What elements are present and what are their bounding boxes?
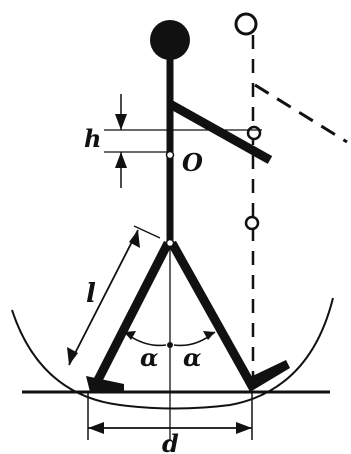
d-arrow-right — [236, 422, 252, 434]
d-arrow-left — [88, 422, 104, 434]
alpha-right-label: α — [183, 343, 201, 372]
alpha-vertex-dot — [167, 342, 173, 348]
l-arrow-bottom — [67, 347, 78, 365]
ground-arc — [11, 297, 334, 410]
alpha-left-label: α — [140, 343, 158, 372]
h-arrow-down — [115, 114, 127, 130]
figure-arm — [167, 100, 273, 164]
ghost-shoulder-joint — [246, 125, 262, 141]
hip-joint — [165, 238, 175, 248]
l-label: l — [86, 279, 96, 309]
d-label: d — [162, 429, 179, 454]
alpha-right-arrow — [203, 331, 215, 340]
ghost-hip-joint — [244, 215, 260, 231]
o-label: O — [182, 148, 203, 177]
l-extension-line — [133, 225, 161, 239]
figure-right-leg — [168, 240, 256, 389]
alpha-angles — [123, 331, 216, 347]
alpha-left-arrow — [124, 331, 136, 340]
l-arrow-top — [129, 230, 140, 248]
figure-left-foot — [86, 376, 124, 392]
l-dimension — [67, 225, 161, 366]
l-dim-line — [68, 229, 139, 366]
ghost-head — [234, 12, 258, 36]
ghost-arm-dashed-line — [254, 83, 348, 144]
stick-figure — [86, 20, 290, 392]
h-label: h — [84, 124, 101, 153]
ghost-figure — [234, 12, 348, 380]
point-o-joint — [165, 150, 175, 160]
figure-right-foot — [244, 360, 290, 392]
d-dimension — [87, 392, 253, 440]
h-dimension — [104, 94, 262, 188]
figure-left-leg — [93, 240, 173, 383]
figure-head — [150, 20, 190, 60]
h-arrow-up — [115, 152, 127, 168]
